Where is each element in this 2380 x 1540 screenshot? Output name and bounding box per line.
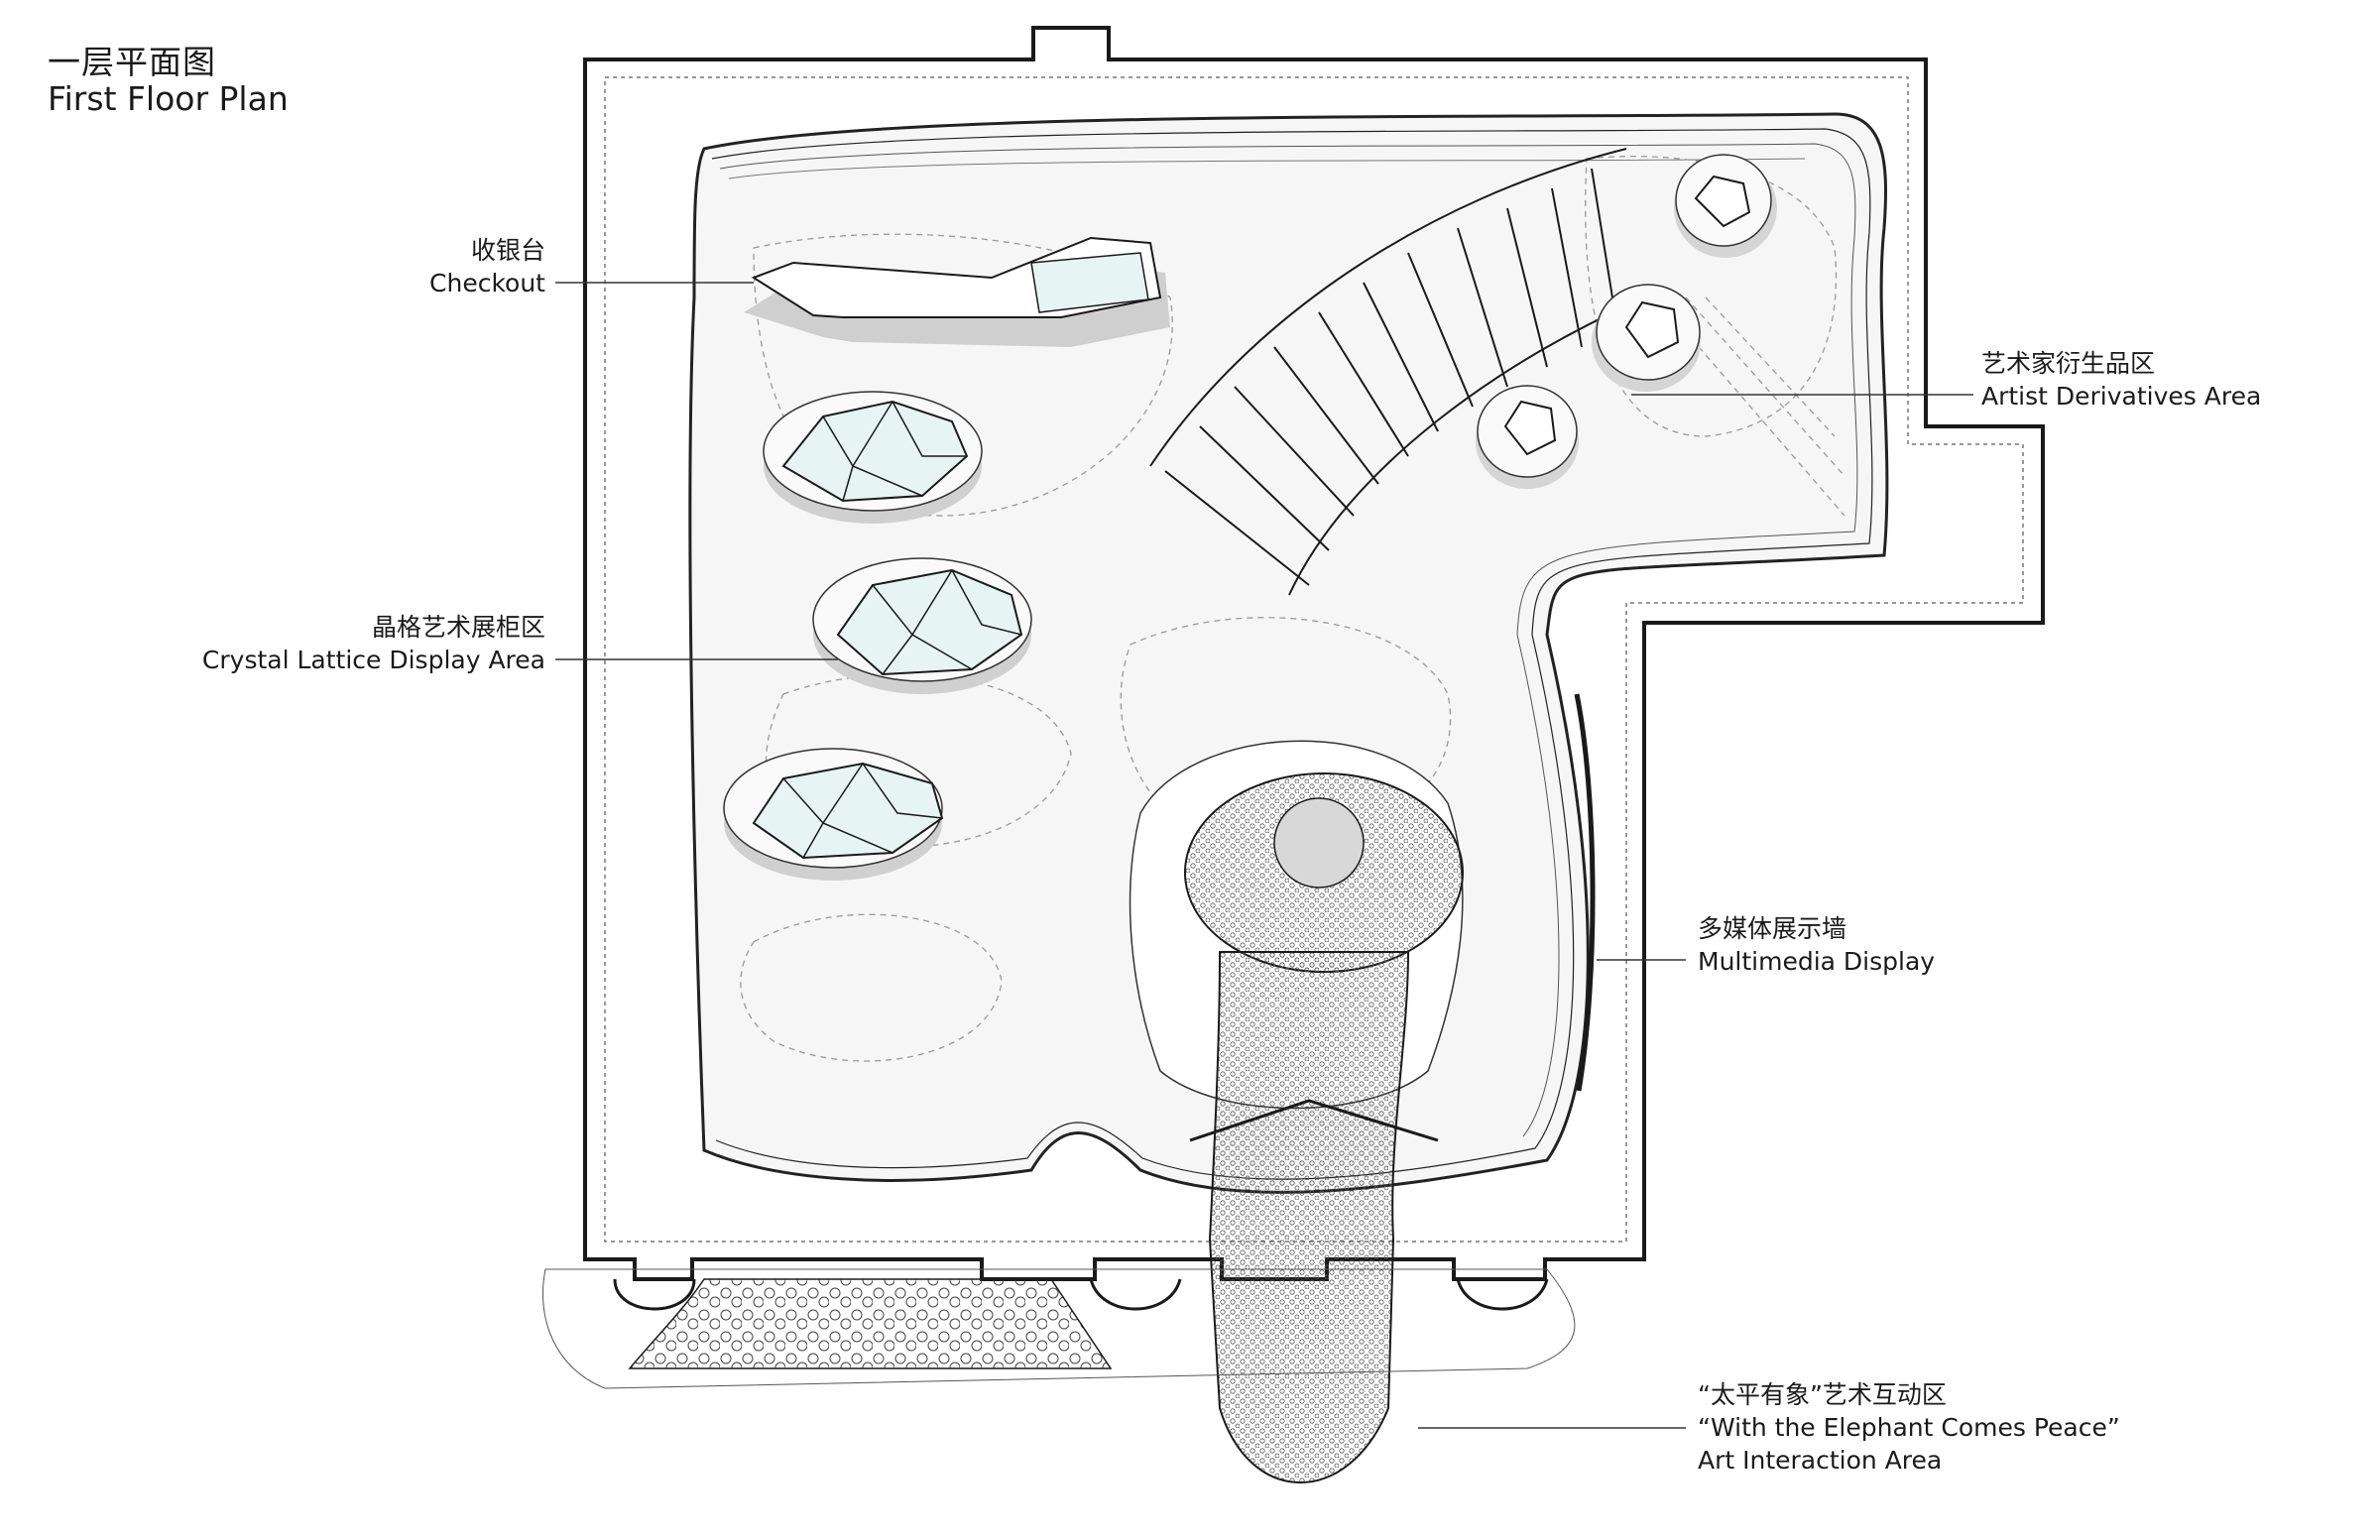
crystal-display-case-2 <box>812 557 1032 694</box>
label-artist-cn: 艺术家衍生品区 <box>1981 349 2156 378</box>
label-checkout-cn: 收银台 <box>470 236 545 265</box>
label-crystal-en: Crystal Lattice Display Area <box>201 646 545 674</box>
label-elephant-area: “太平有象”艺术互动区 “With the Elephant Comes Pea… <box>1698 1378 2120 1477</box>
plan-title-english: First Floor Plan <box>48 79 289 118</box>
elephant-sculpture <box>1129 740 1464 1483</box>
bubble-planter <box>542 1268 1576 1389</box>
building-inner-wall <box>604 76 2024 1243</box>
label-elephant-en1: “With the Elephant Comes Peace” <box>1698 1413 2120 1442</box>
crystal-display-case-1 <box>763 391 983 524</box>
label-checkout: 收银台 Checkout <box>337 234 545 299</box>
artist-derivative-pods <box>1476 154 1777 489</box>
label-multimedia-display: 多媒体展示墙 Multimedia Display <box>1698 912 1935 978</box>
label-checkout-en: Checkout <box>429 269 545 297</box>
label-elephant-en2: Art Interaction Area <box>1698 1446 1943 1475</box>
checkout-counter <box>744 236 1170 347</box>
plan-title-chinese: 一层平面图 <box>48 43 216 81</box>
label-crystal-display: 晶格艺术展柜区 Crystal Lattice Display Area <box>139 611 545 676</box>
leader-lines <box>555 282 1973 1429</box>
label-artist-en: Artist Derivatives Area <box>1981 382 2262 411</box>
label-multimedia-cn: 多媒体展示墙 <box>1698 914 1847 943</box>
building-outer-wall <box>583 26 2045 1281</box>
label-artist-derivatives: 艺术家衍生品区 Artist Derivatives Area <box>1981 347 2261 413</box>
crystal-display-case-3 <box>723 748 944 881</box>
curved-staircase <box>1149 148 1647 596</box>
label-crystal-cn: 晶格艺术展柜区 <box>371 613 545 642</box>
multimedia-display-wall <box>1574 693 1596 1092</box>
label-elephant-cn: “太平有象”艺术互动区 <box>1698 1380 1947 1409</box>
label-multimedia-en: Multimedia Display <box>1698 947 1936 976</box>
organic-shell <box>688 112 1889 1194</box>
